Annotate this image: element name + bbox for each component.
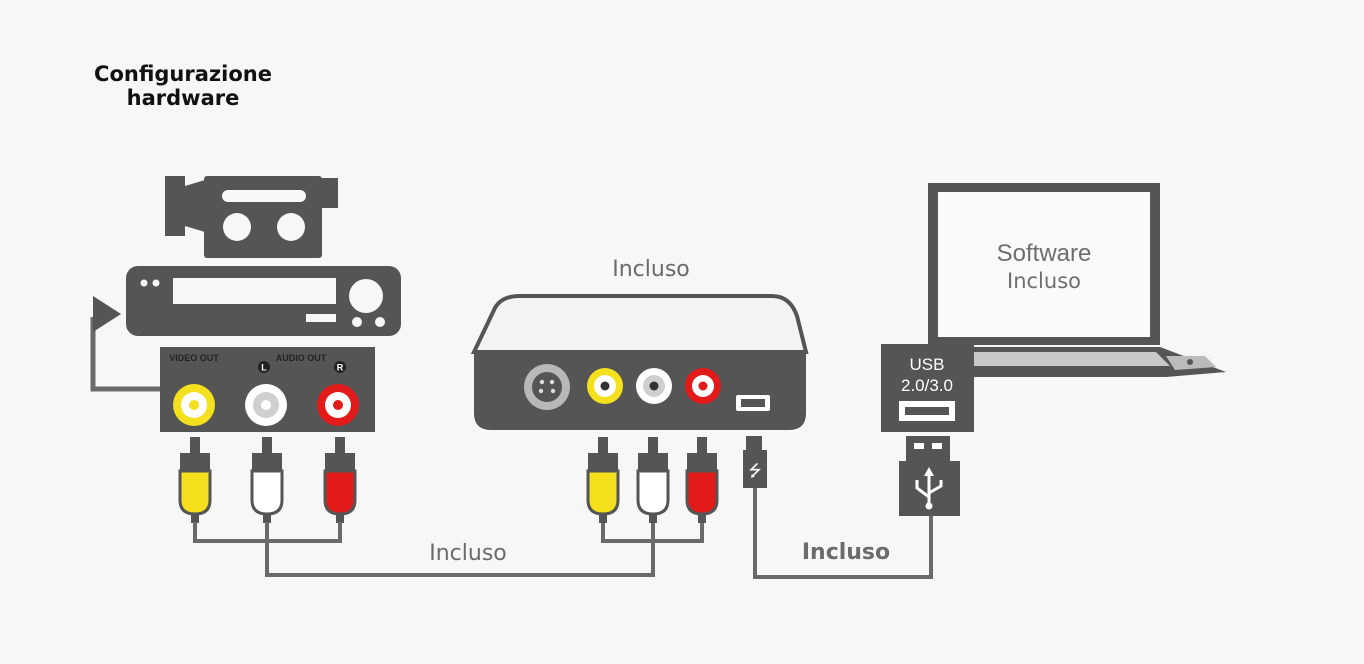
usb-cable-included-label: Incluso xyxy=(802,540,890,565)
mini-usb-plug-icon: ⭍ xyxy=(743,436,767,488)
audio-out-label: AUDIO OUT xyxy=(276,353,327,363)
rca-plug-icon xyxy=(636,437,670,523)
rca-plug-icon xyxy=(250,437,284,523)
diagram-title-line2: hardware xyxy=(127,86,240,110)
video-out-label: VIDEO OUT xyxy=(169,353,219,363)
usb-port-box: USB 2.0/3.0 xyxy=(881,344,974,432)
vcr-icon xyxy=(126,266,401,336)
video-in-jack-yellow xyxy=(587,368,623,404)
rca-plug-icon xyxy=(586,437,620,523)
laptop-software-label: Software xyxy=(997,240,1092,267)
audio-in-jack-white xyxy=(636,368,672,404)
usb-port-label-line1: USB xyxy=(910,355,945,374)
s-video-port xyxy=(524,364,570,410)
device-included-label: Incluso xyxy=(612,257,690,282)
mini-usb-port xyxy=(736,395,770,411)
usb-symbol-icon xyxy=(915,467,943,510)
rca-plug-icon xyxy=(685,437,719,523)
usb-cable xyxy=(753,488,933,579)
grabber-device-icon xyxy=(470,294,809,430)
video-jack-yellow xyxy=(173,384,215,426)
left-channel-badge xyxy=(258,361,270,373)
right-channel-badge xyxy=(334,361,346,373)
audio-in-jack-red xyxy=(685,368,721,404)
arrow-head-icon xyxy=(93,296,121,332)
audio-right-jack-red xyxy=(317,384,359,426)
svg-text:⭍: ⭍ xyxy=(748,461,761,480)
left-channel-label: L xyxy=(261,363,267,373)
rca-plug-icon xyxy=(323,437,357,523)
rca-cable-included-label: Incluso xyxy=(429,541,507,566)
av-output-panel: VIDEO OUT L AUDIO OUT R xyxy=(160,347,375,432)
usb-port-label-line2: 2.0/3.0 xyxy=(901,376,953,395)
signal-arrow xyxy=(90,317,160,392)
right-channel-label: R xyxy=(337,363,344,373)
rca-plug-icon xyxy=(178,437,212,523)
camcorder-icon xyxy=(165,176,338,258)
laptop-icon xyxy=(928,183,1226,377)
diagram-title-line1: Configurazione xyxy=(94,62,272,86)
audio-left-jack-white xyxy=(245,384,287,426)
rca-cable xyxy=(193,522,704,577)
laptop-software-included-label: Incluso xyxy=(1007,269,1081,293)
